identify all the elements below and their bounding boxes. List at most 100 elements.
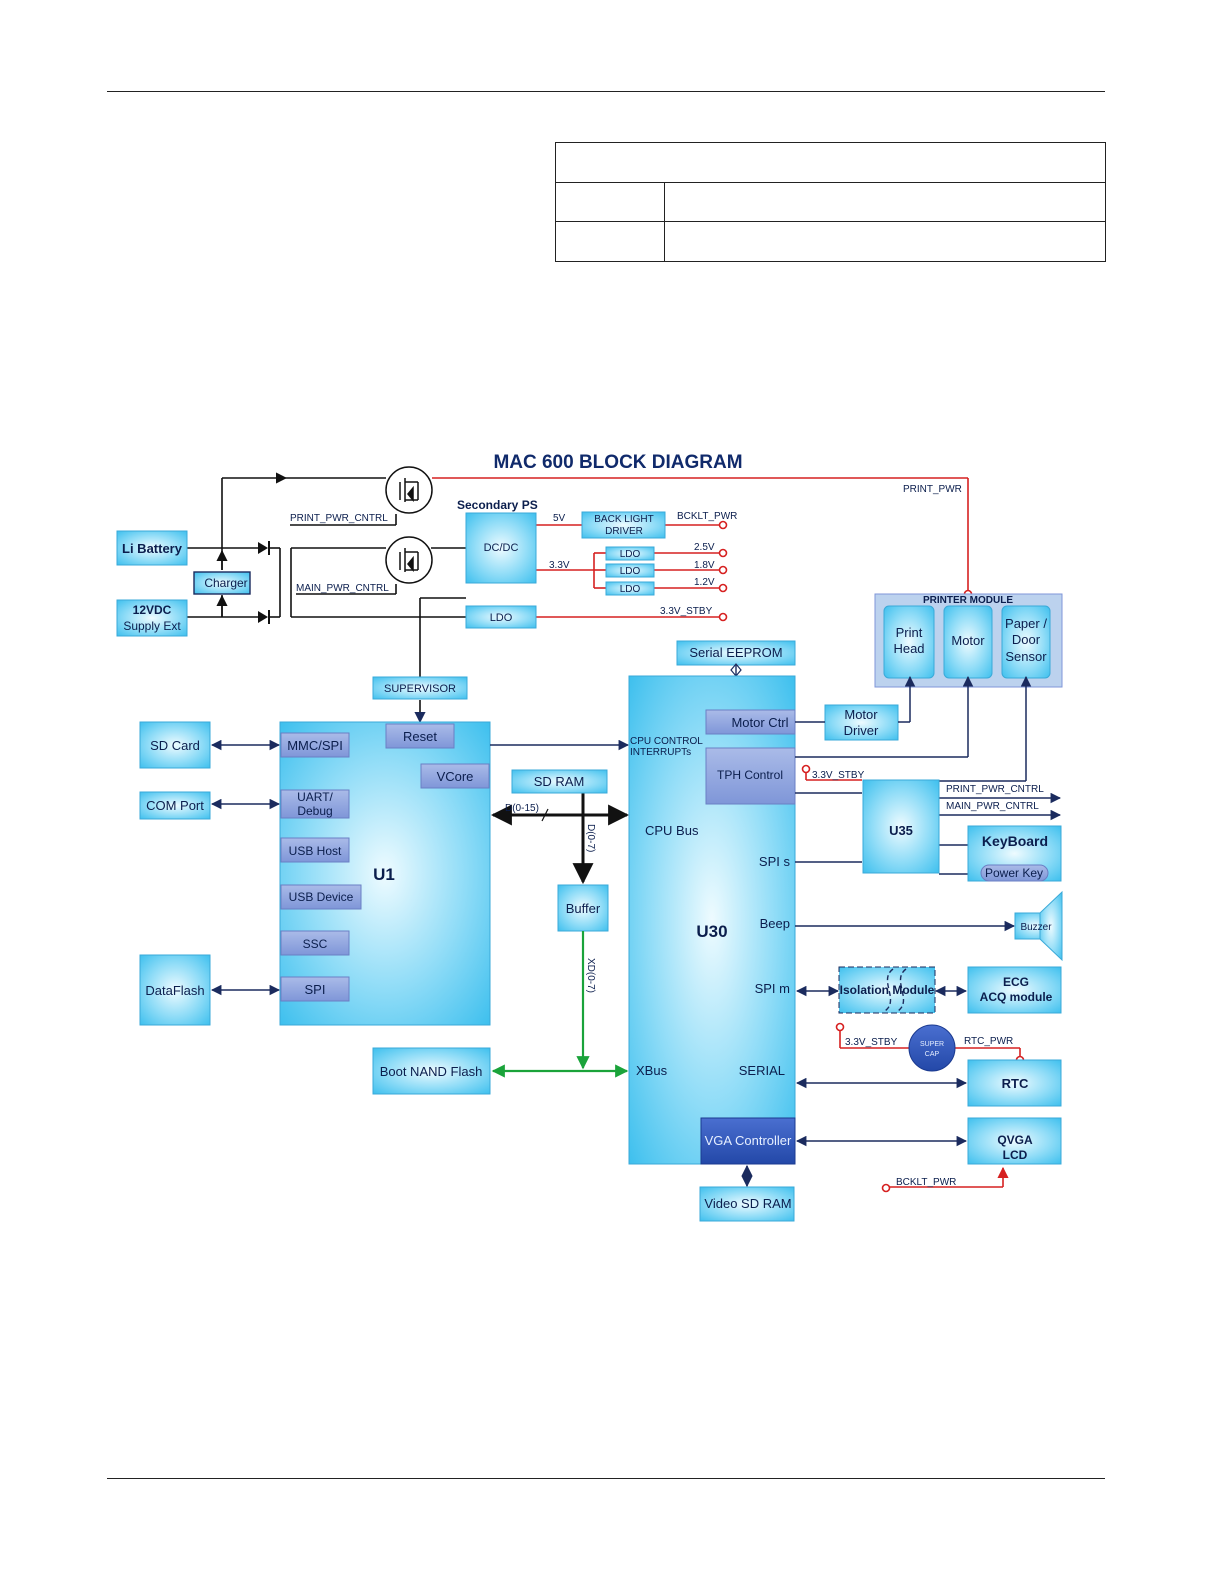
ecg-label: ECG bbox=[1003, 975, 1029, 989]
usb-device-label: USB Device bbox=[289, 890, 354, 904]
u35-box bbox=[862, 779, 940, 874]
print-head-sublabel: Head bbox=[893, 641, 924, 656]
usb-host-block bbox=[280, 837, 350, 863]
footer-rule bbox=[107, 1478, 1105, 1479]
uart-block bbox=[280, 789, 350, 819]
buffer-box bbox=[557, 884, 609, 932]
v18-label: 1.8V bbox=[694, 560, 715, 571]
print-pwr-label: PRINT_PWR bbox=[903, 484, 962, 495]
print-head-label: Print bbox=[896, 625, 923, 640]
ldo-box bbox=[605, 563, 655, 578]
v33-stby-label: 3.3V_STBY bbox=[812, 770, 865, 781]
u30-links bbox=[795, 675, 1062, 1147]
serial-eeprom-box bbox=[676, 640, 796, 666]
dataflash-label: DataFlash bbox=[145, 983, 204, 998]
rtc-label: RTC bbox=[1002, 1076, 1029, 1091]
vga-controller-block bbox=[700, 1117, 796, 1165]
paper-sensor-sublabel: Sensor bbox=[1005, 649, 1047, 664]
header-table-row bbox=[556, 182, 1105, 222]
cpu-control-label: CPU CONTROL bbox=[630, 736, 703, 747]
vcore-label: VCore bbox=[437, 769, 474, 784]
bidirectional-arrow-icon bbox=[730, 663, 742, 677]
supervisor-label: SUPERVISOR bbox=[384, 683, 456, 695]
ecg-sublabel: ACQ module bbox=[980, 990, 1053, 1004]
keyboard-label: KeyBoard bbox=[982, 833, 1048, 849]
dcdc-label: DC/DC bbox=[484, 542, 519, 554]
paper-sensor-sublabel: Door bbox=[1012, 632, 1041, 647]
motor-ctrl-block bbox=[705, 709, 796, 735]
header-rule bbox=[107, 91, 1105, 92]
speaker-icon bbox=[1039, 890, 1063, 962]
qvga-lcd-box bbox=[967, 1117, 1062, 1165]
paper-sensor-label: Paper / bbox=[1005, 616, 1047, 631]
rtc-pwr-label: RTC_PWR bbox=[964, 1036, 1013, 1047]
v25-label: 2.5V bbox=[694, 542, 715, 553]
header-table bbox=[555, 142, 1106, 262]
printer-module-label: PRINTER MODULE bbox=[923, 595, 1013, 606]
xbus-label: XBus bbox=[636, 1063, 668, 1078]
supply-12v-box bbox=[116, 599, 188, 637]
cpu-bus-label: CPU Bus bbox=[645, 823, 699, 838]
boot-nand-box bbox=[372, 1047, 491, 1095]
power-key-block bbox=[980, 864, 1049, 882]
dcdc-box bbox=[465, 512, 537, 584]
rtc-box bbox=[967, 1059, 1062, 1107]
ssc-label: SSC bbox=[303, 937, 328, 951]
u35-label: U35 bbox=[889, 823, 913, 838]
uart-sublabel: Debug bbox=[297, 804, 332, 818]
beep-label: Beep bbox=[760, 916, 790, 931]
v33-stby-label: 3.3V_STBY bbox=[845, 1037, 898, 1048]
supervisor-box bbox=[372, 676, 468, 700]
ecg-box bbox=[967, 966, 1062, 1014]
d07-label: D(0-7) bbox=[585, 824, 596, 852]
ldo-box bbox=[605, 546, 655, 561]
xd07-label: XD(0-7) bbox=[585, 958, 596, 993]
header-table-divider bbox=[664, 182, 665, 261]
supply-12v-sublabel: Supply Ext bbox=[123, 619, 181, 633]
backlight-driver-box bbox=[581, 511, 666, 539]
ldo-label: LDO bbox=[620, 549, 641, 560]
main-pwr-cntrl-out-label: MAIN_PWR_CNTRL bbox=[946, 801, 1039, 812]
mosfet-icon bbox=[385, 466, 433, 514]
buffer-label: Buffer bbox=[566, 901, 601, 916]
sd-card-label: SD Card bbox=[150, 738, 200, 753]
vga-controller-label: VGA Controller bbox=[705, 1133, 792, 1148]
secondary-ps-label: Secondary PS bbox=[457, 498, 538, 512]
spi-label: SPI bbox=[305, 982, 326, 997]
u30-label: U30 bbox=[696, 922, 727, 941]
sd-ram-label: SD RAM bbox=[534, 774, 585, 789]
bcklt-pwr-label: BCKLT_PWR bbox=[677, 511, 737, 522]
cpu-control-sublabel: INTERRUPTs bbox=[630, 747, 691, 758]
video-sd-ram-box bbox=[699, 1186, 795, 1222]
reset-block bbox=[385, 723, 455, 749]
motor-driver-sublabel: Driver bbox=[844, 723, 879, 738]
ldo-stby-box bbox=[465, 605, 537, 629]
serial-eeprom-label: Serial EEPROM bbox=[689, 645, 782, 660]
charger-box bbox=[193, 571, 251, 595]
com-port-label: COM Port bbox=[146, 798, 204, 813]
header-table-row bbox=[556, 221, 1105, 262]
data-bus bbox=[490, 793, 630, 885]
super-cap-label: SUPER bbox=[920, 1041, 944, 1048]
li-battery-box bbox=[116, 530, 188, 566]
uart-label: UART/ bbox=[297, 790, 333, 804]
d015-label: D(0-15) bbox=[505, 803, 539, 814]
main-pwr-cntrl-label: MAIN_PWR_CNTRL bbox=[296, 583, 389, 594]
com-port-box bbox=[139, 791, 211, 820]
vcore-block bbox=[420, 763, 490, 789]
super-cap-icon bbox=[908, 1024, 956, 1072]
ldo-label: LDO bbox=[620, 566, 641, 577]
diagram-title: MAC 600 BLOCK DIAGRAM bbox=[493, 452, 742, 473]
serial-label: SERIAL bbox=[739, 1063, 785, 1078]
print-pwr-cntrl-out-label: PRINT_PWR_CNTRL bbox=[946, 784, 1044, 795]
isolation-module-label: Isolation Module bbox=[840, 983, 935, 997]
ldo-label: LDO bbox=[620, 584, 641, 595]
dataflash-box bbox=[139, 954, 211, 1026]
tph-control-block bbox=[705, 747, 796, 805]
ldo-label: LDO bbox=[490, 612, 513, 624]
sd-card-box bbox=[139, 721, 211, 769]
sd-ram-box bbox=[511, 769, 608, 794]
tph-control-label: TPH Control bbox=[717, 768, 783, 782]
v5-label: 5V bbox=[553, 513, 566, 524]
